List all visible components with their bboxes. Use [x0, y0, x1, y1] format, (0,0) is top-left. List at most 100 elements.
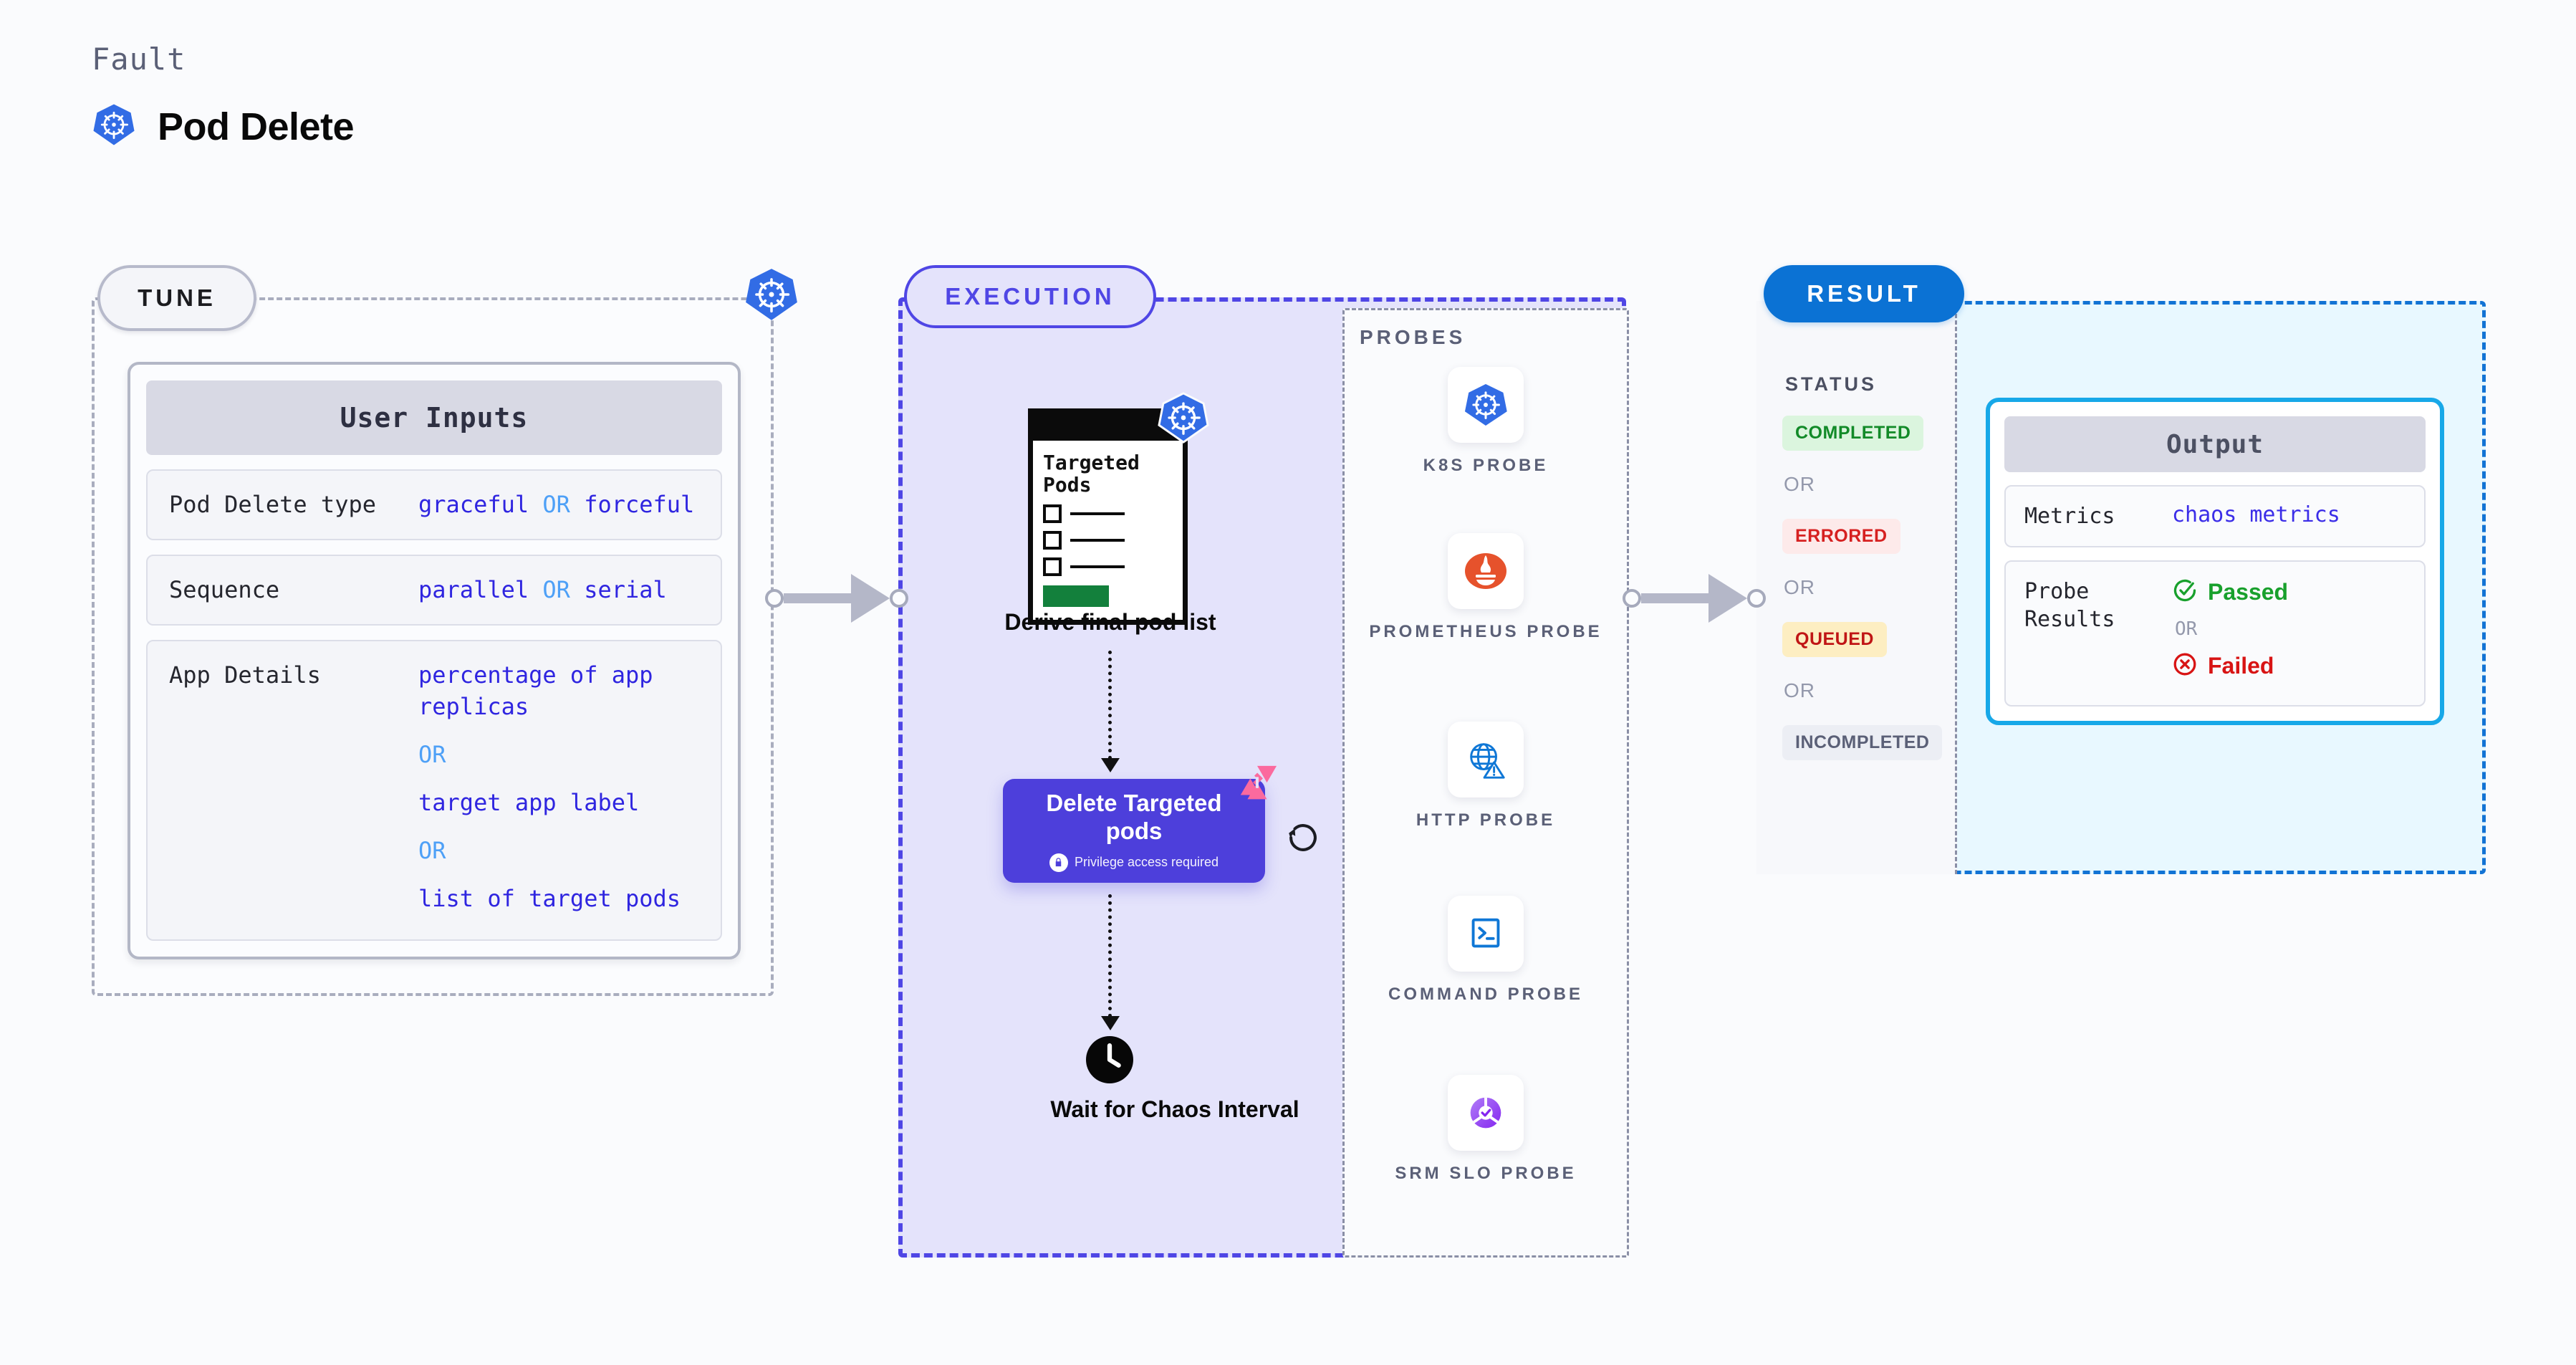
probe-result-label: Failed: [2208, 653, 2274, 679]
user-inputs-title: User Inputs: [146, 380, 722, 455]
targeted-pods-card: Targeted Pods: [1028, 392, 1209, 625]
value-option: serial: [584, 576, 667, 604]
connector-end-dot: [890, 589, 908, 608]
value-separator: OR: [542, 576, 570, 604]
status-badge: ERRORED: [1782, 519, 1900, 554]
connector-end-dot: [1747, 589, 1766, 608]
probe-label: SRM SLO PROBE: [1395, 1164, 1577, 1183]
result-status-column: [1756, 301, 1957, 874]
line-placeholder: [1070, 565, 1125, 568]
flow-arrow-head: [1101, 758, 1120, 772]
connector-start-dot: [1623, 589, 1641, 608]
value-separator: OR: [418, 740, 446, 768]
kubernetes-icon: [1157, 391, 1210, 444]
wait-interval-label: Wait for Chaos Interval: [1050, 1096, 1299, 1122]
probe-item-command[interactable]: COMMAND PROBE: [1342, 896, 1629, 1005]
document-body: Targeted Pods: [1033, 441, 1183, 620]
value-option: parallel: [418, 576, 529, 604]
status-badge: COMPLETED: [1782, 416, 1924, 451]
table-row: Probe Results Passed OR: [2004, 560, 2426, 707]
node-title: Delete Targeted pods: [1046, 790, 1222, 844]
delete-targeted-pods-node[interactable]: Delete Targeted pods Privilege access re…: [1003, 765, 1277, 883]
confirm-bar: [1043, 585, 1109, 607]
refresh-icon[interactable]: [1284, 818, 1322, 857]
kubernetes-icon: [1448, 367, 1524, 443]
probe-item-k8s[interactable]: K8S PROBE: [1342, 367, 1629, 476]
connector-start-dot: [765, 589, 784, 608]
status-separator: OR: [1784, 679, 1815, 701]
privilege-note: Privilege access required: [1049, 853, 1219, 872]
probe-result-failed: Failed: [2172, 651, 2288, 681]
value-separator: OR: [418, 837, 446, 865]
page-header: Fault Pod Delete: [92, 42, 355, 150]
check-circle-icon: [2172, 578, 2198, 607]
list-item: [1043, 557, 1173, 576]
probe-results-values: Passed OR Failed: [2172, 578, 2288, 681]
row-key: Sequence: [169, 576, 280, 604]
row-value: graceful OR forceful: [418, 489, 694, 520]
table-row: App Details percentage of app replicas O…: [146, 640, 722, 941]
document-title: Targeted Pods: [1043, 451, 1140, 497]
result-pill-label: RESULT: [1764, 265, 1964, 322]
arrow-right-icon: [1708, 574, 1747, 623]
probe-item-prometheus[interactable]: PROMETHEUS PROBE: [1342, 533, 1629, 643]
flow-arrow-line: [1108, 894, 1112, 1017]
row-value: chaos metrics: [2172, 502, 2340, 527]
status-badge: INCOMPLETED: [1782, 725, 1943, 760]
probes-title: PROBES: [1360, 326, 1466, 348]
litmus-chaos-icon: [1236, 765, 1278, 806]
kubernetes-icon: [744, 267, 799, 322]
table-row: Pod Delete type graceful OR forceful: [146, 469, 722, 541]
document-card: Targeted Pods: [1028, 408, 1188, 625]
connector-line: [1641, 593, 1710, 603]
probe-item-srm-slo[interactable]: SRM SLO PROBE: [1342, 1075, 1629, 1184]
row-value: parallel OR serial: [418, 575, 667, 605]
x-circle-icon: [2172, 651, 2198, 681]
row-key: Pod Delete type: [169, 491, 376, 518]
line-placeholder: [1070, 512, 1125, 515]
probe-item-http[interactable]: HTTP PROBE: [1342, 722, 1629, 831]
probe-label: COMMAND PROBE: [1388, 985, 1583, 1004]
row-value: percentage of app replicas OR target app…: [418, 660, 699, 914]
status-title: STATUS: [1785, 373, 1877, 395]
probe-label: HTTP PROBE: [1416, 810, 1556, 830]
row-key: Probe Results: [2024, 579, 2115, 632]
clock-icon: [1084, 1034, 1135, 1086]
arrow-right-icon: [851, 574, 890, 623]
value-separator: OR: [542, 491, 570, 518]
value-option: list of target pods: [418, 885, 681, 913]
derive-pod-list-label: Derive final pod list: [1004, 609, 1216, 635]
execution-pill-label: EXECUTION: [904, 265, 1156, 328]
probe-label: PROMETHEUS PROBE: [1369, 622, 1602, 641]
value-option: percentage of app replicas: [418, 661, 653, 720]
slo-gauge-icon: [1448, 1075, 1524, 1151]
globe-warning-icon: [1448, 722, 1524, 798]
row-key: App Details: [169, 661, 321, 689]
probe-result-passed: Passed: [2172, 578, 2288, 607]
row-key: Metrics: [2024, 504, 2115, 529]
value-option: graceful: [418, 491, 529, 518]
connector-execution-to-result: [1623, 573, 1766, 623]
page-title: Pod Delete: [158, 105, 355, 148]
connector-line: [784, 593, 852, 603]
checkbox-icon: [1043, 530, 1062, 550]
checkbox-icon: [1043, 557, 1062, 576]
document-titlebar: [1033, 413, 1183, 441]
line-placeholder: [1070, 538, 1125, 542]
flow-arrow-head: [1101, 1016, 1120, 1030]
table-row: Metrics chaos metrics: [2004, 485, 2426, 547]
tune-pill-label: TUNE: [97, 265, 256, 331]
kubernetes-icon: [92, 102, 136, 150]
output-card: Output Metrics chaos metrics Probe Resul…: [1986, 398, 2444, 725]
user-inputs-card: User Inputs Pod Delete type graceful OR …: [128, 362, 741, 959]
value-option: forceful: [584, 491, 695, 518]
flow-arrow-line: [1108, 651, 1112, 760]
checkbox-icon: [1043, 504, 1062, 523]
status-badge: QUEUED: [1782, 622, 1887, 657]
probe-label: K8S PROBE: [1423, 456, 1549, 475]
output-title: Output: [2004, 416, 2426, 472]
probe-result-separator: OR: [2175, 618, 2198, 640]
status-separator: OR: [1784, 576, 1815, 598]
fault-title-row: Pod Delete: [92, 102, 355, 150]
terminal-icon: [1448, 896, 1524, 972]
